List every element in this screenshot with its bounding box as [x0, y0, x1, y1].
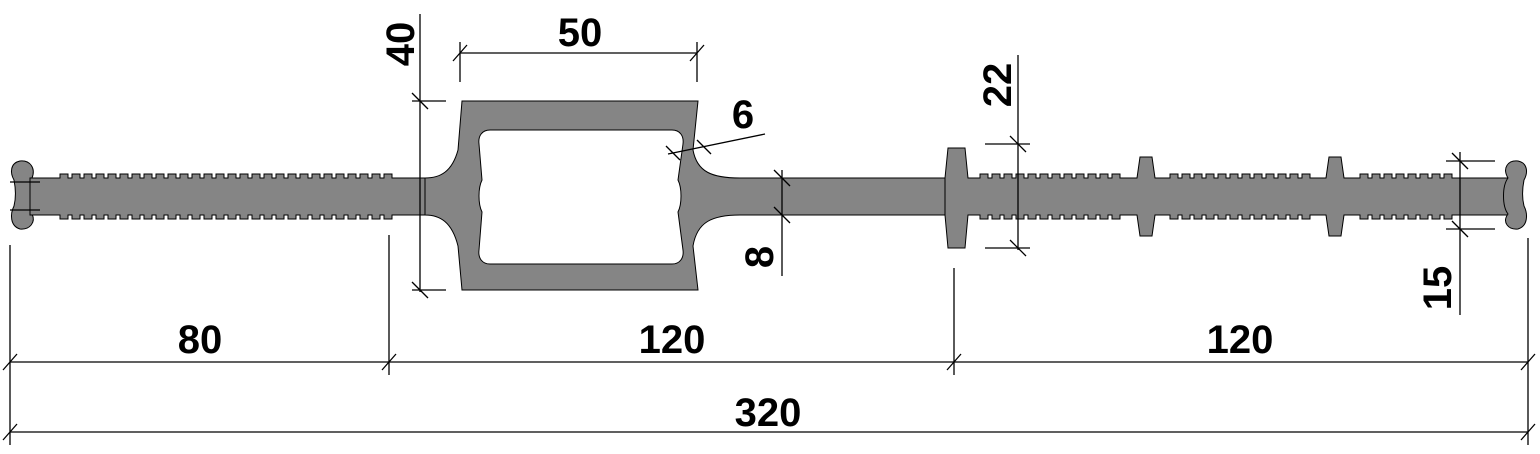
dim-rib-tick-bottom — [1009, 239, 1027, 257]
dimension-lines — [2, 14, 1536, 445]
label-bulb-width: 50 — [558, 11, 603, 55]
dimension-labels: 320 80 120 120 50 6 40 8 22 15 — [178, 11, 1460, 435]
label-web: 8 — [738, 246, 782, 268]
label-total: 320 — [735, 391, 802, 435]
right-web — [944, 147, 1511, 249]
dim-end-bulb-tick-top — [1451, 152, 1469, 170]
waterstop-profile — [10, 100, 1527, 291]
label-center: 120 — [639, 318, 706, 362]
dim-web-tick-top — [773, 169, 791, 187]
right-end-bulb — [1503, 160, 1527, 230]
left-web — [29, 173, 426, 220]
dim-bulb-height-tick-top — [411, 92, 429, 110]
label-left-wing: 80 — [178, 318, 223, 362]
label-rib: 22 — [976, 63, 1020, 108]
dim-rib-tick-top — [1009, 135, 1027, 153]
dim-wall-leader — [667, 133, 766, 155]
label-right-wing: 120 — [1207, 318, 1274, 362]
dim-wall-tick-1 — [665, 145, 681, 161]
dim-wall-tick-2 — [696, 139, 712, 155]
label-end-bulb: 15 — [1416, 266, 1460, 311]
dim-bulb-width-tick-right — [689, 44, 705, 62]
center-bulb — [424, 100, 946, 291]
dim-bulb-height-tick-bottom — [411, 281, 429, 299]
label-wall: 6 — [732, 93, 754, 137]
dim-web-tick-bottom — [773, 206, 791, 224]
dim-end-bulb-tick-bottom — [1451, 220, 1469, 238]
dim-bulb-width-tick-left — [452, 44, 468, 62]
label-bulb-height: 40 — [379, 22, 423, 67]
